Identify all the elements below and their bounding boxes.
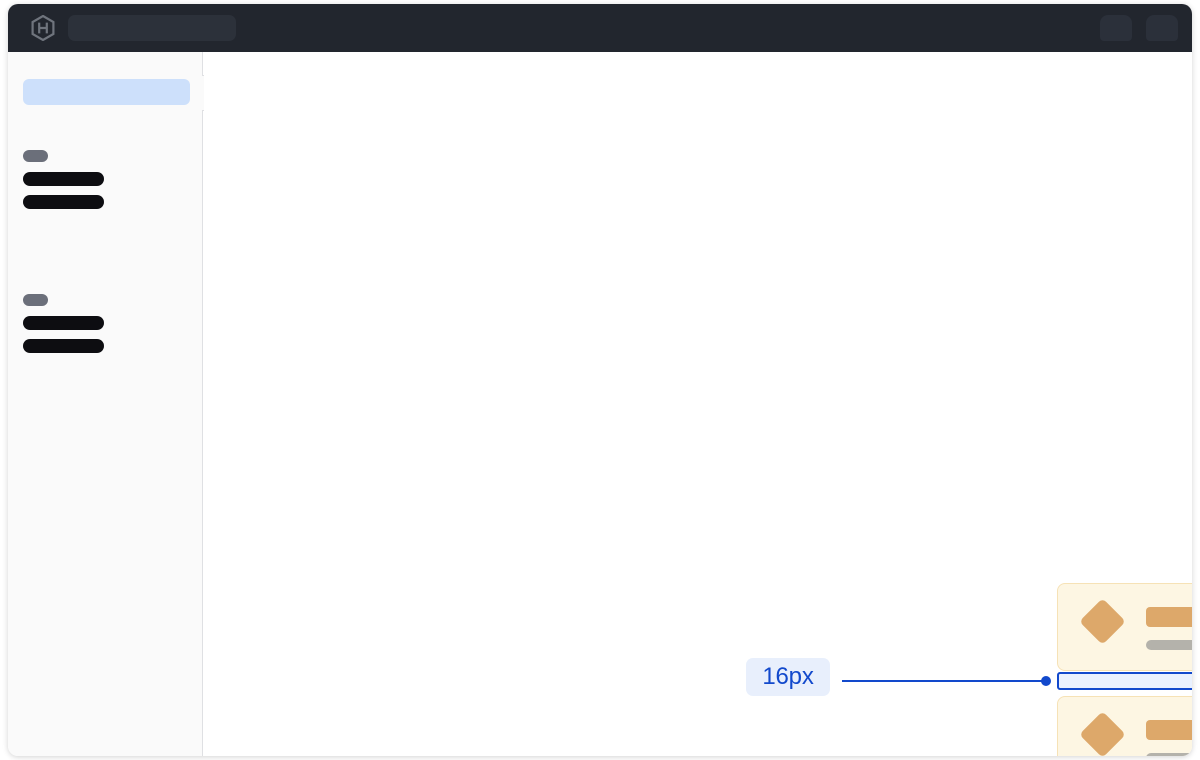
sidebar-group-two-label: [23, 294, 48, 306]
topbar-action-one-icon[interactable]: [1100, 15, 1132, 41]
hexagon-h-logo-icon[interactable]: [30, 14, 56, 42]
sidebar-group-one-label: [23, 150, 48, 162]
search-input[interactable]: [68, 15, 236, 41]
spacing-measurement-label: 16px: [746, 658, 830, 696]
content-card-top[interactable]: [1057, 583, 1192, 671]
diamond-icon: [1079, 711, 1126, 756]
sidebar-group-two: [23, 294, 104, 362]
content-canvas: 16px: [204, 52, 1192, 756]
card-title-placeholder: [1146, 607, 1192, 627]
measurement-endpoint-dot: [1041, 676, 1051, 686]
diamond-icon: [1079, 598, 1126, 645]
sidebar-item-1-b[interactable]: [23, 195, 104, 209]
top-bar: [8, 4, 1192, 52]
card-subtitle-placeholder: [1146, 753, 1192, 756]
sidebar-item-1-a[interactable]: [23, 172, 104, 186]
sidebar-group-one: [23, 150, 104, 218]
content-card-bottom[interactable]: [1057, 696, 1192, 756]
sidebar-item-2-a[interactable]: [23, 316, 104, 330]
app-window: 16px: [8, 4, 1192, 756]
topbar-action-two-icon[interactable]: [1146, 15, 1178, 41]
spacing-gap-highlight: [1057, 672, 1192, 690]
sidebar: [8, 52, 203, 756]
card-title-placeholder: [1146, 720, 1192, 740]
sidebar-item-2-b[interactable]: [23, 339, 104, 353]
card-subtitle-placeholder: [1146, 640, 1192, 650]
measurement-leader-line: [842, 680, 1044, 682]
sidebar-item-active[interactable]: [23, 79, 190, 105]
